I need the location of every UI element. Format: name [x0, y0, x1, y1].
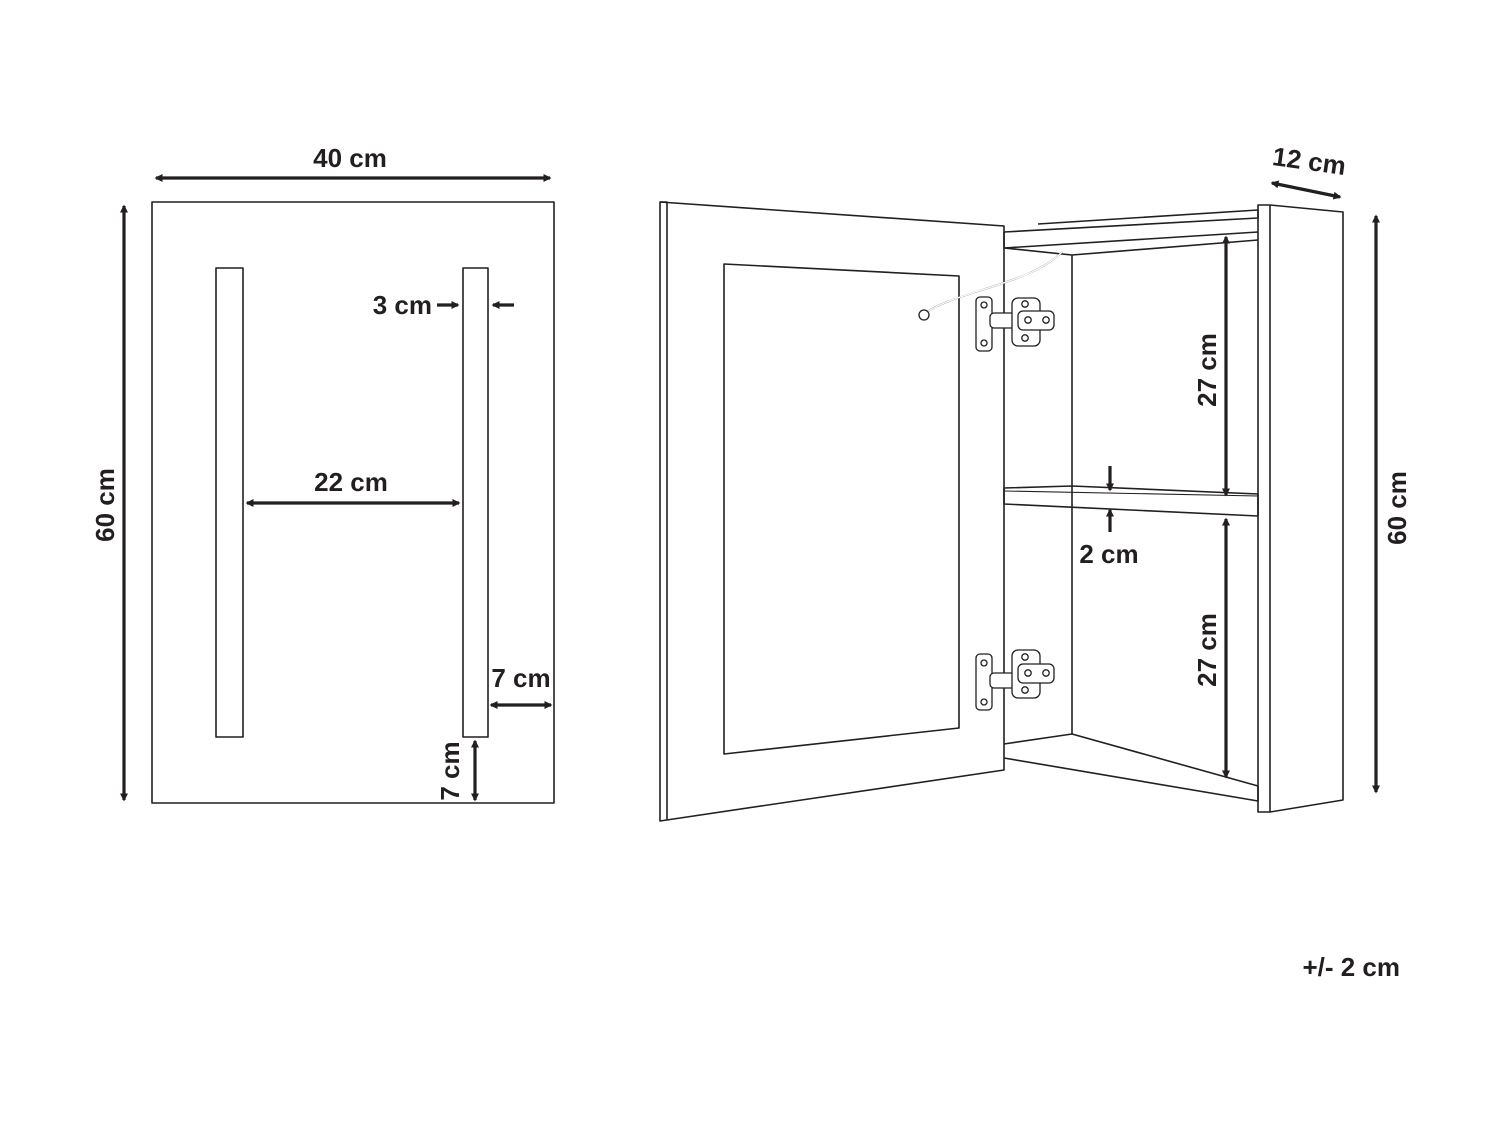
door-cable-inner	[922, 251, 1063, 316]
tolerance-label: +/- 2 cm	[1302, 952, 1400, 982]
cabinet-front-outline	[151, 201, 555, 804]
door-panel	[659, 201, 1005, 822]
open-height-label: 60 cm	[1382, 471, 1412, 545]
door-edge	[660, 201, 668, 820]
bottom-margin-label: 7 cm	[435, 741, 465, 800]
shelf-thickness-label: 2 cm	[1079, 539, 1138, 569]
left-light-strip	[215, 267, 244, 738]
height-label: 60 cm	[90, 468, 120, 542]
side-margin-label: 7 cm	[491, 663, 550, 693]
right-light-strip	[462, 267, 489, 738]
middle-shelf	[1003, 485, 1259, 517]
open-cabinet-view: 12 cm 60 cm 27 cm 27 cm 2 cm	[659, 141, 1412, 822]
depth-label: 12 cm	[1271, 141, 1348, 181]
cabinet-top-inner	[1003, 231, 1259, 256]
cable-plug	[918, 309, 930, 321]
lower-hinge	[975, 649, 1055, 711]
cabinet-bottom-panel	[1003, 733, 1259, 802]
gap-label: 22 cm	[314, 467, 388, 497]
depth-dimension-arrow	[1270, 180, 1342, 200]
width-label: 40 cm	[313, 143, 387, 173]
upper-shelf-label: 27 cm	[1192, 333, 1222, 407]
lower-shelf-label: 27 cm	[1192, 613, 1222, 687]
upper-hinge	[975, 296, 1055, 352]
front-view: 40 cm 60 cm 3 cm 22 cm 7 cm 7 cm	[90, 143, 555, 804]
mirror-panel	[723, 263, 960, 755]
strip-width-label: 3 cm	[373, 290, 432, 320]
middle-shelf-edge	[1003, 490, 1259, 497]
cabinet-top-panel	[1003, 209, 1259, 233]
